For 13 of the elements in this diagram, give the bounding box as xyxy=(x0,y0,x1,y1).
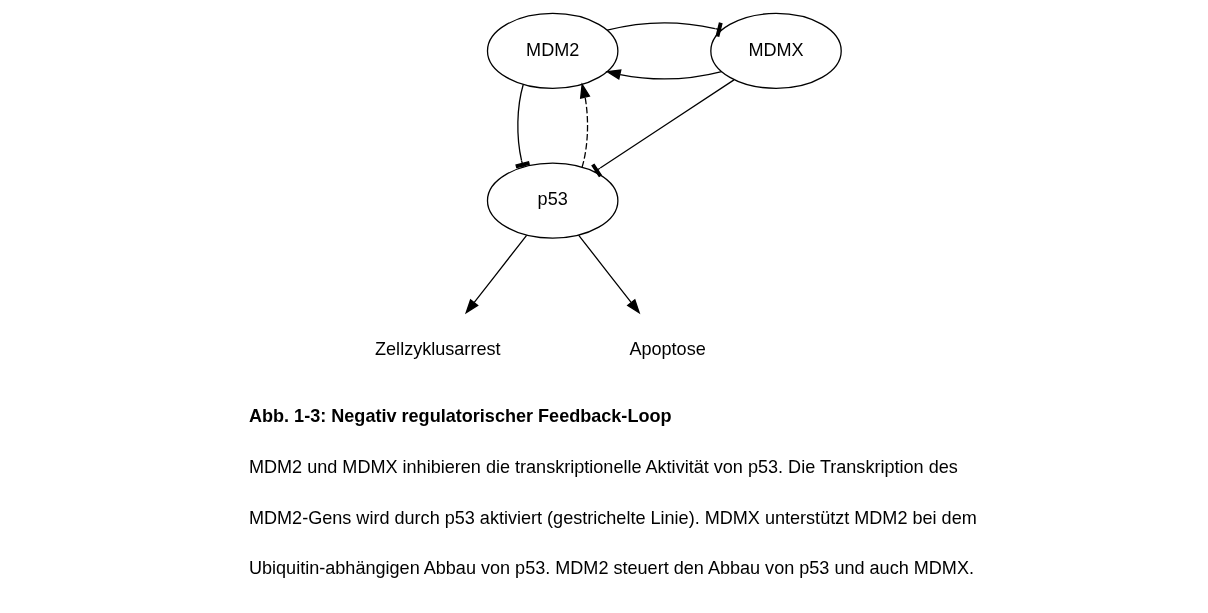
node-ellipse: MDMX xyxy=(710,12,842,89)
arrow xyxy=(578,234,641,315)
arrow xyxy=(579,82,591,168)
connector xyxy=(591,79,735,178)
connector xyxy=(515,83,530,169)
arrow xyxy=(465,234,528,315)
node-text: Zellzyklusarrest xyxy=(375,339,501,360)
label: MDM2 und MDMX inhibieren die transkriptionelle Aktivität von p53. Die Transkription des MDM2-Gens wird durch p53 aktiviert (gestrichelte Linie). MDMX unterstützt MDM2 bei dem Ubiquitin-abhängigen Abbau von p53. MDM2 steuert den Abbau von p53 und auch MDMX. xyxy=(248,457,977,578)
arrow xyxy=(605,69,723,80)
caption: Abb. 1-3: Negativ regulatorischer Feedback-Loop xyxy=(248,405,672,426)
node-text: Apoptose xyxy=(629,339,706,360)
node-ellipse: MDM2 xyxy=(486,12,619,89)
connector xyxy=(606,22,723,37)
